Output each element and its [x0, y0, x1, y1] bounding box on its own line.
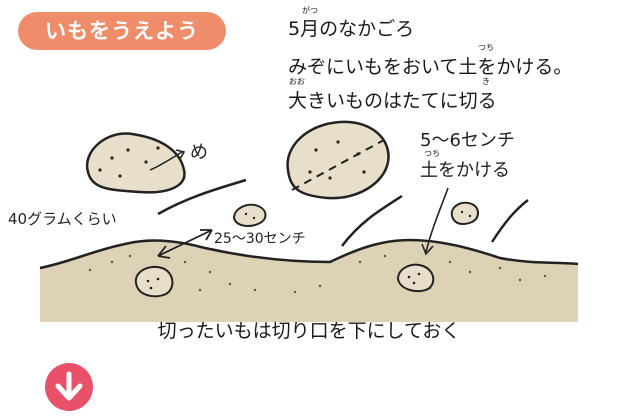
- buried-potato-right: [396, 263, 435, 293]
- buried-potato-left: [134, 265, 174, 298]
- sprout-pointer: [149, 151, 183, 171]
- whole-potato: [85, 132, 186, 194]
- down-arrow-button[interactable]: [44, 362, 94, 412]
- soil-cover-pointer: [425, 187, 449, 253]
- furigana-soil: つち: [424, 149, 440, 158]
- furigana-ki: き: [482, 77, 490, 86]
- furrow-line-2: [341, 194, 403, 247]
- instruction-line-3: 大きいものはたてに切る: [288, 90, 497, 112]
- soil-surface-line: [39, 238, 579, 270]
- page-title: いもをうえよう: [18, 12, 226, 50]
- furrow-line-1: [157, 178, 247, 216]
- spacing-arrow: [157, 229, 213, 257]
- instruction-line-1: 5月のなかごろ: [288, 18, 415, 40]
- furigana-tsuchi: つち: [478, 43, 494, 52]
- furrow-line-3: [490, 199, 529, 243]
- label-spacing: 25～30センチ: [214, 231, 306, 247]
- cut-potato: [286, 120, 390, 200]
- label-sprout: め: [190, 142, 208, 163]
- furigana-oo: おお: [289, 77, 305, 86]
- label-soil-depth: 5～6センチ: [420, 130, 515, 151]
- soil-mound: [40, 240, 578, 322]
- label-soil-cover: 土をかける: [420, 160, 510, 181]
- furigana-gatsu: がつ: [302, 6, 318, 15]
- instruction-line-2: みぞにいもをおいて土をかける。: [288, 56, 573, 78]
- soil-specks: [88, 254, 547, 294]
- potato-piece-small-left: [232, 203, 267, 227]
- label-weight: 40グラムくらい: [8, 210, 117, 228]
- caption: 切ったいもは切り口を下にしておく: [157, 320, 461, 342]
- down-arrow-icon: [45, 363, 93, 411]
- potato-piece-small-right: [450, 201, 479, 225]
